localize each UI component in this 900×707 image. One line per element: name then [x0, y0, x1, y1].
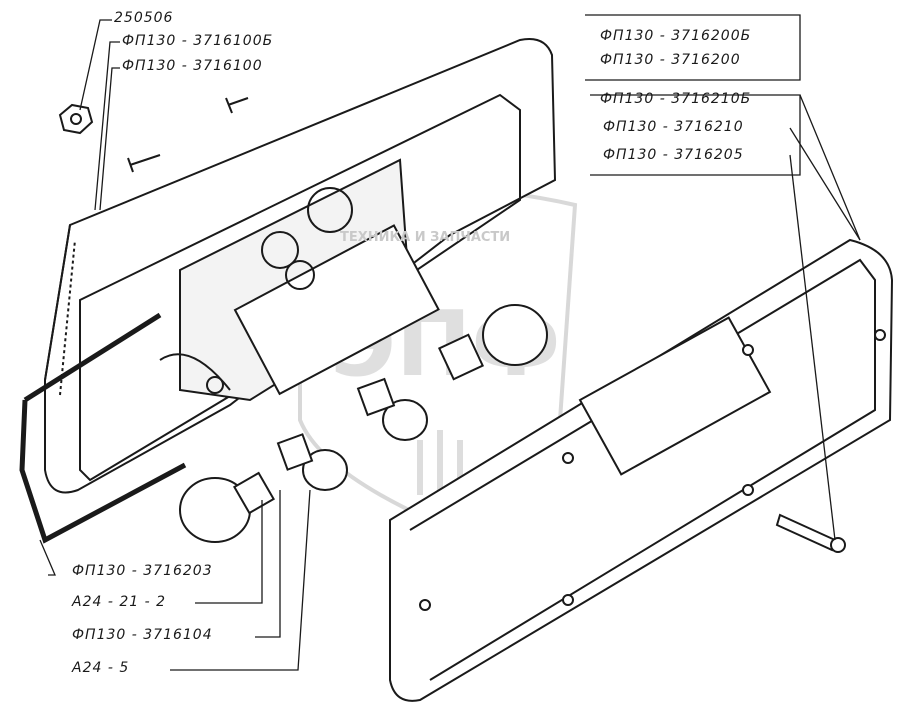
- housing-assembly: [44, 38, 557, 494]
- bulb-large-2: [437, 304, 548, 381]
- nut-part: [58, 103, 94, 135]
- bulb-small-1: [276, 433, 348, 491]
- leader-lines: [39, 14, 861, 671]
- label-bulb-5: А24 - 5: [72, 660, 130, 676]
- bulb-small-2: [356, 377, 428, 441]
- label-gasket: ФП130 - 3716210: [603, 119, 744, 135]
- label-bulb-21: А24 - 21 - 2: [72, 594, 167, 610]
- seal-gasket-part: [19, 312, 187, 544]
- lens-part: [389, 238, 894, 702]
- label-lens: ФП130 - 3716200: [600, 52, 741, 68]
- label-socket: ФП130 - 3716104: [72, 627, 213, 643]
- label-screw: ФП130 - 3716205: [603, 147, 744, 163]
- label-housing-b: ФП130 - 3716100Б: [122, 33, 274, 49]
- label-nut: 250506: [114, 10, 174, 26]
- bulb-large: [179, 471, 275, 543]
- label-gasket-b: ФП130 - 3716210Б: [600, 91, 752, 107]
- label-housing: ФП130 - 3716100: [122, 58, 263, 74]
- label-lens-b: ФП130 - 3716200Б: [600, 28, 752, 44]
- label-seal: ФП130 - 3716203: [72, 563, 213, 579]
- watermark-brand-text: ТЕХНИКА И ЗАПЧАСТИ: [340, 230, 511, 245]
- screw-part: [775, 513, 846, 553]
